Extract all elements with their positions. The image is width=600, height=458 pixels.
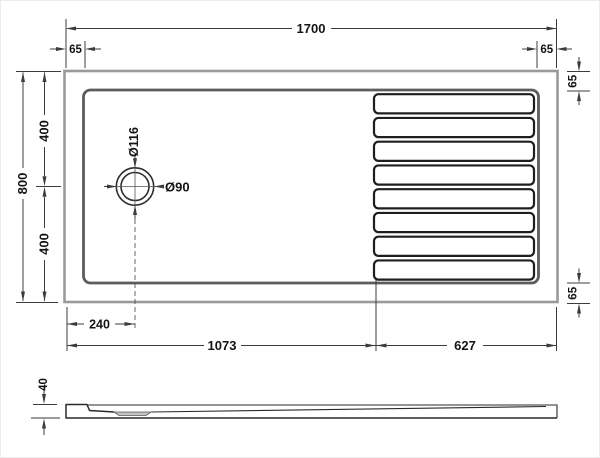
tray-profile <box>65 403 558 419</box>
left-rim-label: 65 <box>69 44 82 56</box>
dim-tread-area: 627 <box>376 307 557 353</box>
plan-view: Ø116 Ø90 1700 65 65 <box>15 19 590 353</box>
dim-tread-top-rim: 65 <box>567 57 590 105</box>
dim-drain-offset: 240 <box>66 307 135 351</box>
tread-bottom-rim-label: 65 <box>568 286 580 299</box>
tread-slat <box>372 93 536 115</box>
tread-slat <box>372 140 536 162</box>
tread-slat <box>372 116 536 139</box>
tread-slat <box>372 235 536 257</box>
tread-slats <box>372 93 536 281</box>
profile-drain-recess <box>112 411 153 416</box>
tread-slat <box>372 259 536 281</box>
tread-slat <box>372 164 536 186</box>
tray-height-label: 40 <box>38 378 50 391</box>
tread-top-rim-label: 65 <box>568 74 580 87</box>
tread-slat <box>372 211 536 234</box>
tread-area-label: 627 <box>454 338 476 353</box>
dim-overall-depth: 800 <box>15 71 61 303</box>
dim-depth-sections: 400 400 <box>36 72 61 302</box>
back-section-label: 400 <box>37 233 52 255</box>
drain-waste-diameter-label: Ø90 <box>165 180 190 195</box>
overall-depth-label: 800 <box>15 173 30 195</box>
basin-outline <box>82 88 540 285</box>
dim-overall-width: 1700 <box>65 19 557 68</box>
dim-right-rim: 65 <box>522 41 572 68</box>
dim-tread-bottom-rim: 65 <box>567 268 590 318</box>
profile-top-surface <box>87 404 558 418</box>
profile-left-rim <box>65 403 557 419</box>
drain-centerlines <box>112 165 158 209</box>
right-rim-label: 65 <box>540 44 553 56</box>
profile-floor-slope <box>150 405 547 413</box>
tread-slat <box>372 188 536 210</box>
side-elevation-view: 40 <box>31 378 558 435</box>
drain-recess-diameter-label: Ø116 <box>127 127 141 157</box>
front-section-label: 400 <box>37 120 52 142</box>
overall-width-label: 1700 <box>297 21 326 36</box>
drain-callouts: Ø116 Ø90 <box>104 127 190 328</box>
drain-offset-label: 240 <box>89 318 110 332</box>
dim-showering-area: 1073 <box>67 280 377 353</box>
showering-area-label: 1073 <box>208 338 237 353</box>
dim-tray-height: 40 <box>31 378 60 435</box>
dim-left-rim: 65 <box>50 41 101 68</box>
